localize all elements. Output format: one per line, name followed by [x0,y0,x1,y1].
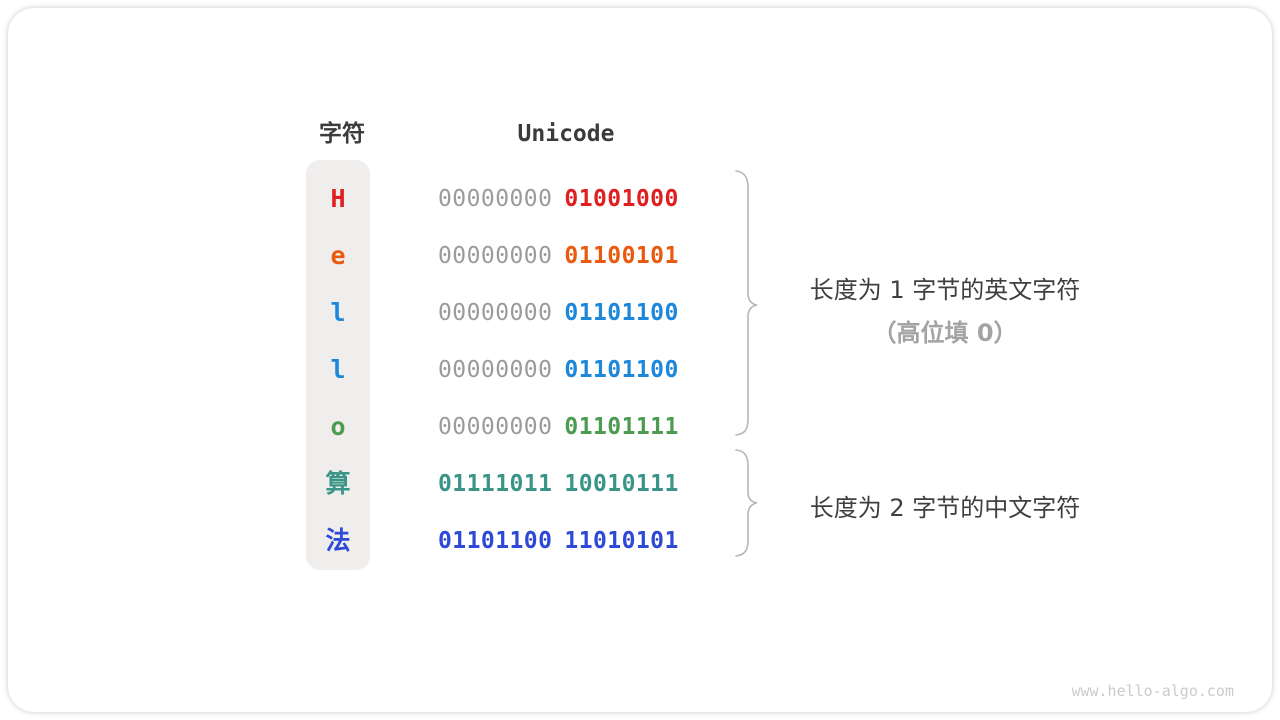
curly-brace-group2-icon [735,449,758,557]
binary-low-byte: 11010101 [564,528,679,554]
char-cell-e: e [330,241,346,270]
binary-low-byte: 01101100 [564,300,679,326]
column-header-char: 字符 [319,121,365,147]
binary-row-suan: 01111011 10010111 [438,468,679,500]
binary-high-byte: 00000000 [438,186,553,212]
curly-brace-group1-icon [735,170,758,436]
char-cell-fa: 法 [325,526,351,555]
binary-high-byte: 00000000 [438,414,553,440]
binary-high-byte: 00000000 [438,357,553,383]
binary-row-l2: 00000000 01101100 [438,354,679,386]
binary-low-byte: 01101100 [564,357,679,383]
binary-row-o: 00000000 01101111 [438,411,679,443]
watermark: www.hello-algo.com [1071,682,1234,700]
binary-low-byte: 01100101 [564,243,679,269]
binary-row-H: 00000000 01001000 [438,183,679,215]
annotation-group1-line1: 长度为 1 字节的英文字符 [809,276,1081,304]
binary-row-l1: 00000000 01101100 [438,297,679,329]
binary-low-byte: 01001000 [564,186,679,212]
binary-row-fa: 01101100 11010101 [438,525,679,557]
char-cell-H: H [330,184,346,213]
char-cell-suan: 算 [325,469,351,498]
binary-high-byte: 01101100 [438,528,553,554]
figure-card: 字符 Unicode H e l l o 算 法 00000000 0100100… [8,8,1272,712]
binary-high-byte: 01111011 [438,471,553,497]
binary-row-e: 00000000 01100101 [438,240,679,272]
char-cell-o: o [330,412,346,441]
annotation-group1: 长度为 1 字节的英文字符 （高位填 0） [770,269,1120,355]
column-header-unicode: Unicode [517,121,615,147]
annotation-group2: 长度为 2 字节的中文字符 [809,494,1081,522]
binary-low-byte: 10010111 [564,471,679,497]
char-cell-l1: l [330,298,346,327]
char-cell-l2: l [330,355,346,384]
binary-high-byte: 00000000 [438,300,553,326]
binary-high-byte: 00000000 [438,243,553,269]
character-column-background [306,160,370,570]
annotation-group1-line2: （高位填 0） [872,319,1018,347]
binary-low-byte: 01101111 [564,414,679,440]
